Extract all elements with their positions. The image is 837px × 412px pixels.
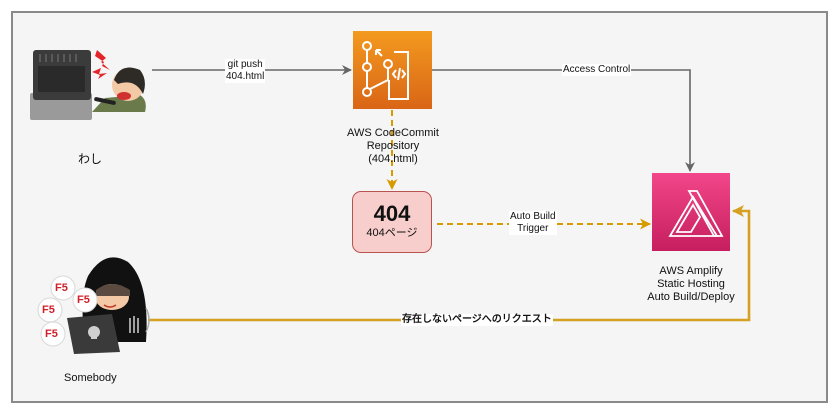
codecommit-label-line-2: Repository — [366, 140, 420, 152]
f5-bubble-2: F5 — [77, 294, 90, 306]
amplify-label: AWS Amplify Static Hosting Auto Build/De… — [636, 265, 746, 304]
page-404-title: 404 — [373, 201, 411, 226]
f5-bubble-1: F5 — [55, 282, 68, 294]
f5-bubble-3: F5 — [42, 304, 55, 316]
access-control-label: Access Control — [562, 64, 632, 76]
amplify-label-line-1: AWS Amplify — [659, 265, 723, 277]
hooded-hacker-laptop-icon — [67, 257, 150, 354]
auto-build-label-line-1: Auto Build — [510, 211, 556, 222]
git-push-label-line-2: 404.html — [226, 71, 265, 82]
auto-build-label-line-2: Trigger — [517, 223, 549, 234]
codecommit-label-line-1: AWS CodeCommit — [347, 127, 439, 139]
git-push-label: git push 404.html — [225, 59, 266, 83]
person-at-computer-angry-icon — [30, 50, 146, 120]
amplify-label-line-3: Auto Build/Deploy — [647, 291, 735, 303]
f5-bubbles — [37, 275, 98, 347]
aws-codecommit-icon — [353, 31, 432, 109]
request-label: 存在しないページへのリクエスト — [401, 314, 553, 326]
git-push-label-line-1: git push — [227, 59, 263, 70]
somebody-label: Somebody — [64, 372, 117, 384]
aws-amplify-icon — [652, 173, 730, 251]
codecommit-label: AWS CodeCommit Repository (404.html) — [343, 127, 443, 166]
page-404-node: 404 404ページ — [352, 191, 432, 253]
codecommit-label-line-3: (404.html) — [368, 153, 418, 165]
page-404-subtitle: 404ページ — [366, 227, 418, 239]
f5-bubble-4: F5 — [45, 328, 58, 340]
user-label: わし — [78, 152, 103, 166]
amplify-label-line-2: Static Hosting — [657, 278, 725, 290]
auto-build-trigger-label: Auto Build Trigger — [509, 211, 557, 235]
edge-access-control — [432, 69, 695, 172]
